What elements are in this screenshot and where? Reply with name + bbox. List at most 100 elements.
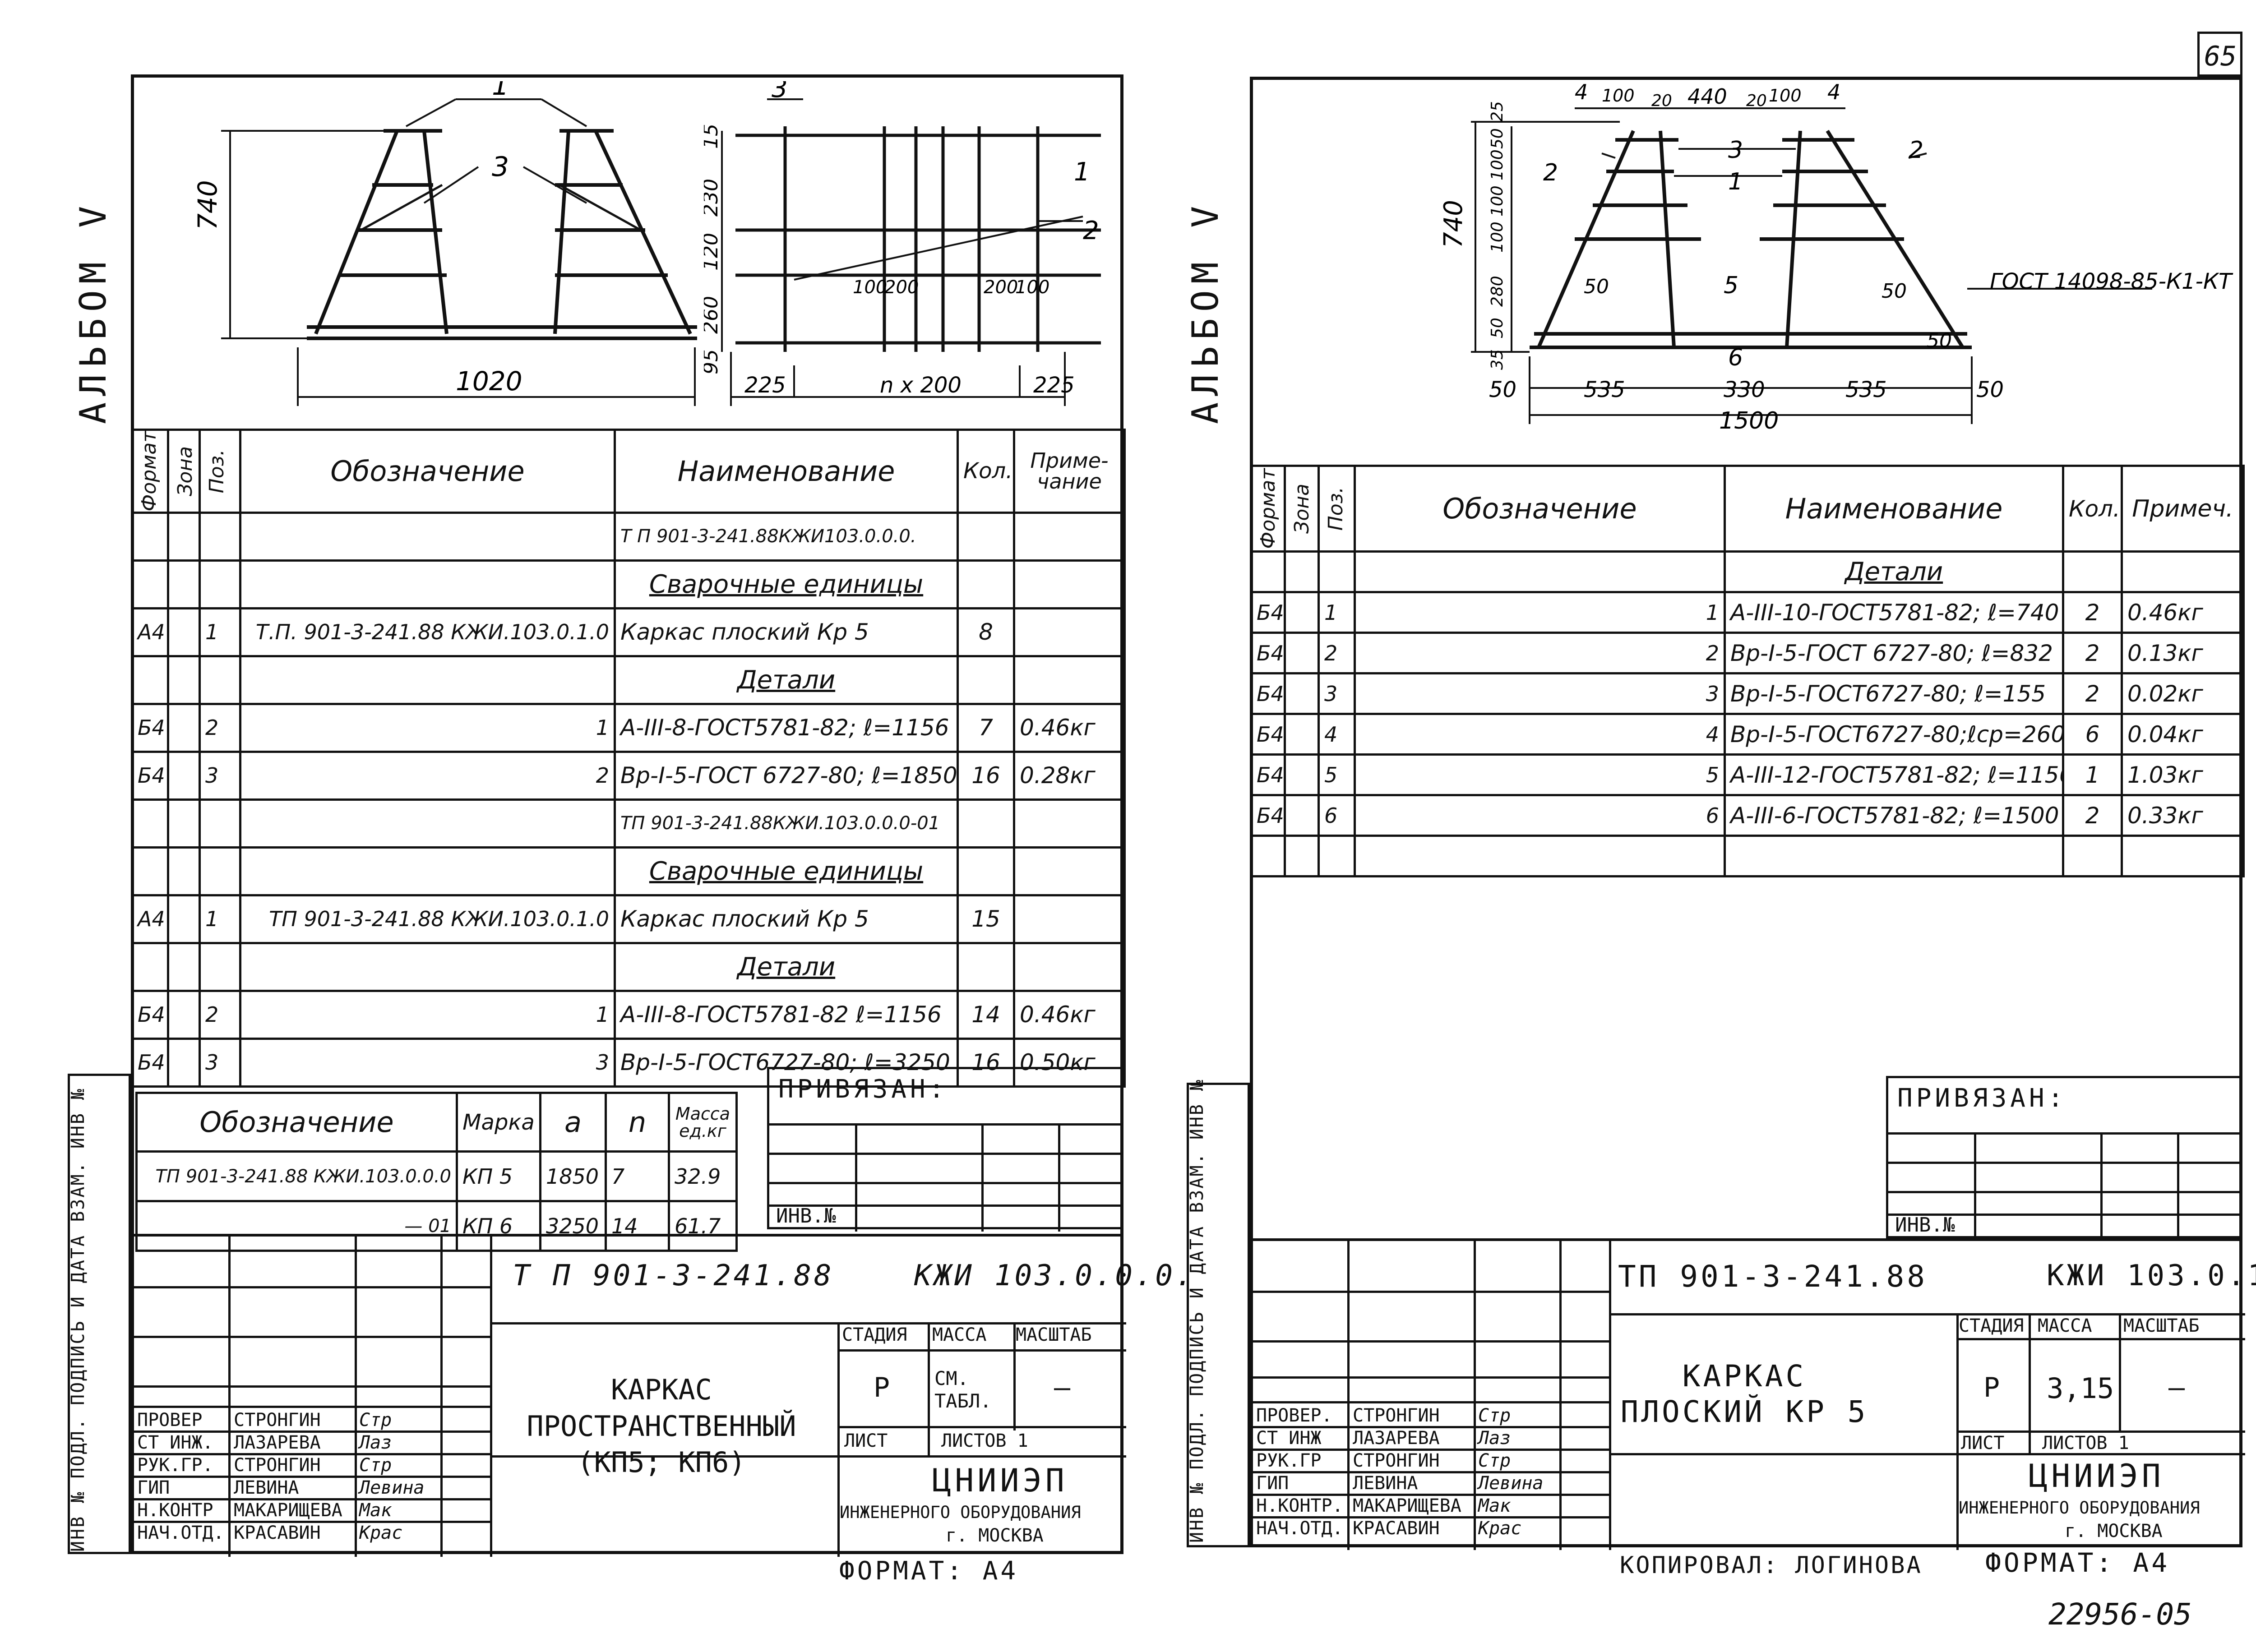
spec-cell-note — [1013, 607, 1126, 657]
spec-cell-zone — [167, 846, 201, 896]
spec-cell-note: 0.33кг — [2121, 794, 2245, 837]
spec-cell-name: А-III-10-ГОСТ5781-82; ℓ=740 — [1724, 591, 2064, 634]
right-title-block: ТП 901-3-241.88 КЖИ 103.0.1.0. КАРКАС ПЛ… — [1250, 1238, 2256, 1550]
spec-cell-designation: 4 — [1354, 713, 1726, 756]
spec-cell-qty: 16 — [957, 1037, 1015, 1088]
spec-cell-name: Вр-I-5-ГОСТ6727-80;ℓср=260 — [1724, 713, 2064, 756]
spec-row — [1250, 835, 2245, 877]
spec-row: Сварочные единицы — [131, 846, 1126, 896]
spec-cell-note — [1013, 655, 1126, 705]
mesh-dim-d2: 200 — [884, 277, 919, 298]
spec-cell-qty: 2 — [2062, 632, 2123, 674]
mesh-dim-d4: 100 — [1015, 277, 1049, 298]
left-bound-label: ПРИВЯЗАН: — [778, 1075, 948, 1104]
signer-role: РУК.ГР. — [137, 1455, 213, 1476]
spec-cell-format: Б4 — [131, 989, 169, 1040]
spec-cell-qty — [957, 846, 1015, 896]
signer-role: РУК.ГР — [1256, 1450, 1322, 1471]
spec-cell-qty: 14 — [957, 989, 1015, 1040]
col-note-header: Приме-чание — [1013, 429, 1126, 514]
spec-cell-pos: 1 — [199, 894, 241, 944]
left-tb-sheet-label: ЛИСТ — [844, 1431, 888, 1451]
left-tb-mass-label: МАССА — [932, 1324, 987, 1345]
right-bound-box: ПРИВЯЗАН: ИНВ.№ — [1886, 1076, 2242, 1241]
spec-cell-name: А-III-6-ГОСТ5781-82; ℓ=1500 — [1724, 794, 2064, 837]
left-tb-title: КАРКАС ПРОСТРАНСТВЕННЫЙ (КП5; КП6) — [527, 1373, 796, 1479]
left-dim-100a: 100 — [1488, 149, 1507, 180]
spec-cell-pos — [199, 846, 241, 896]
r-col-designation-header: Обозначение — [1354, 465, 1726, 553]
right-bound-label: ПРИВЯЗАН: — [1897, 1084, 2067, 1113]
spec-row: Сварочные единицы — [131, 559, 1126, 609]
left-tb-org3: г. МОСКВА — [946, 1525, 1044, 1546]
copied-by: КОПИРОВАЛ: ЛОГИНОВА — [1620, 1552, 1923, 1579]
mesh-dim-b1: 225 — [744, 373, 786, 398]
spec-cell-pos: 2 — [1318, 632, 1356, 674]
r-col-qty-header: Кол. — [2062, 465, 2123, 553]
signer-sign: Левина — [1478, 1473, 1544, 1494]
spec-cell-note — [1013, 846, 1126, 896]
spec-cell-format: А4 — [131, 607, 169, 657]
mark-n-header: n — [605, 1092, 670, 1153]
spec-cell-format — [131, 798, 169, 849]
spec-cell-note — [1013, 894, 1126, 944]
signer-role: ПРОВЕР. — [1256, 1405, 1332, 1426]
r-col-format-header: Формат — [1250, 465, 1286, 553]
archive-number: 22956-05 — [2048, 1597, 2192, 1632]
spec-cell-designation: 1 — [239, 989, 616, 1040]
right-format-label: ФОРМАТ: А4 — [1985, 1547, 2170, 1578]
spec-cell-qty — [957, 941, 1015, 992]
right-tb-org2: ИНЖЕНЕРНОГО ОБОРУДОВАНИЯ — [1959, 1498, 2200, 1518]
r-col-pos-header: Поз. — [1318, 465, 1356, 553]
left-spec-table: Формат Зона Поз. Обозначение Наименовани… — [131, 429, 1126, 1088]
right-callout-3: 3 — [1728, 137, 1743, 164]
mark-cell-mark: КП 6 — [456, 1200, 541, 1252]
signer-name: МАКАРИЩЕВА — [234, 1500, 342, 1521]
spec-cell-pos — [1318, 550, 1356, 593]
left-tb-mass: СМ. ТАБЛ. — [934, 1367, 992, 1412]
page-number: 65 — [2204, 41, 2237, 72]
spec-cell-note: 0.46кг — [2121, 591, 2245, 634]
mesh-dim-d3: 200 — [984, 277, 1018, 298]
signer-name: СТРОНГИН — [1353, 1450, 1440, 1471]
spec-cell-qty: 1 — [2062, 753, 2123, 796]
spec-row: ТП 901-3-241.88КЖИ.103.0.0.0-01 — [131, 798, 1126, 849]
r-col-note-header: Примеч. — [2121, 465, 2245, 553]
right-tb-sheet-label: ЛИСТ — [1961, 1433, 2005, 1454]
signer-sign: Лаз — [359, 1432, 392, 1453]
spec-cell-designation — [239, 511, 616, 562]
spec-cell-name: Вр-I-5-ГОСТ 6727-80; ℓ=832 — [1724, 632, 2064, 674]
spec-cell-zone — [1284, 753, 1320, 796]
mesh-dim-b3: 225 — [1033, 373, 1075, 398]
spec-cell-zone — [1284, 550, 1320, 593]
spec-cell-qty: 7 — [957, 702, 1015, 753]
left-tb-scale-label: МАСШТАБ — [1016, 1324, 1092, 1345]
mark-cell-mark: КП 5 — [456, 1150, 541, 1202]
spec-cell-qty: 2 — [2062, 591, 2123, 634]
spec-cell-designation: 2 — [1354, 632, 1726, 674]
spec-cell-pos — [199, 655, 241, 705]
mesh-dim-95: 95 — [704, 349, 722, 374]
spec-cell-name: Сварочные единицы — [614, 846, 959, 896]
top-dim-3: 20 — [1651, 92, 1672, 110]
spec-cell-zone — [167, 894, 201, 944]
spec-cell-note: 0.04кг — [2121, 713, 2245, 756]
spec-cell-note — [1013, 798, 1126, 849]
spec-cell-designation: 6 — [1354, 794, 1726, 837]
signer-sign: Стр — [359, 1455, 392, 1476]
spec-cell-pos: 5 — [1318, 753, 1356, 796]
mesh-dim-15: 15 — [704, 124, 722, 149]
mark-cell-n: 7 — [605, 1150, 670, 1202]
right-tb-scale-label: МАСШТАБ — [2123, 1315, 2200, 1336]
bottom-dim-1: 50 — [1489, 377, 1516, 402]
spec-cell-designation — [1354, 550, 1726, 593]
spec-cell-pos: 3 — [199, 750, 241, 801]
spec-row: Детали — [131, 655, 1126, 705]
col-qty-header: Кол. — [957, 429, 1015, 514]
signer-name: ЛАЗАРЕВА — [1353, 1428, 1440, 1449]
left-callout-1: 1 — [492, 81, 509, 102]
spec-cell-format — [131, 511, 169, 562]
signer-name: МАКАРИЩЕВА — [1353, 1495, 1461, 1516]
